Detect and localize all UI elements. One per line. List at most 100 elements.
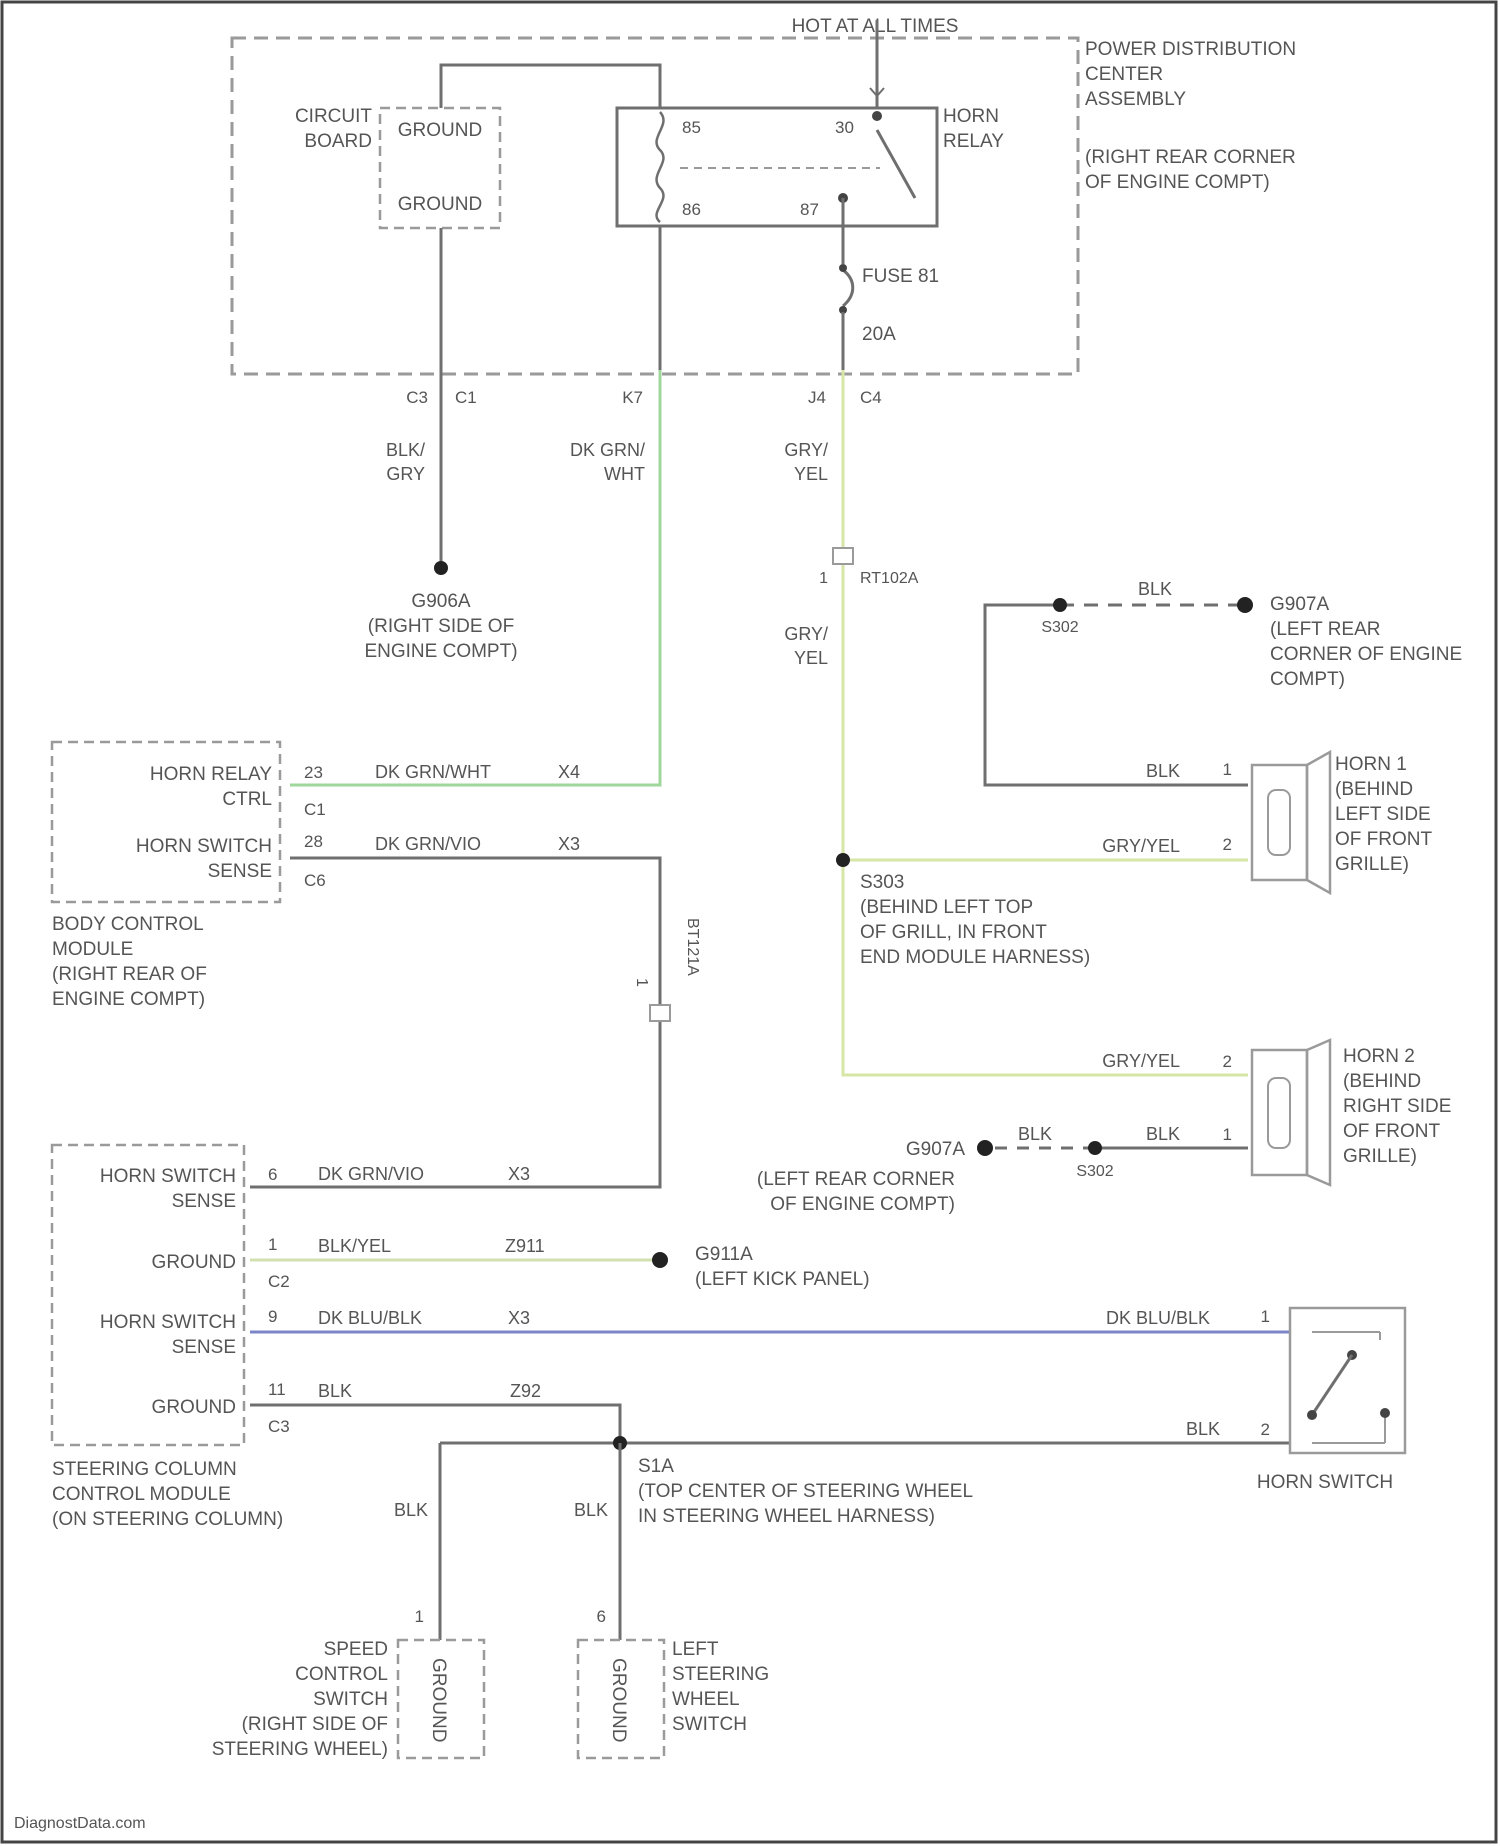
- s302-top-splice-dot: [1053, 598, 1067, 612]
- sccm-conn-c2: C2: [268, 1272, 290, 1291]
- horn-switch-contact-icon: [1312, 1355, 1352, 1415]
- g907a-top-loc-2: CORNER OF ENGINE: [1270, 644, 1462, 665]
- horn1-pin1: 1: [1223, 760, 1232, 779]
- sccm-ground2: GROUND: [152, 1397, 236, 1418]
- g907a-top-loc-1: (LEFT REAR: [1270, 619, 1381, 640]
- speed-control-label-4: (RIGHT SIDE OF: [242, 1714, 388, 1735]
- horn-switch-label: HORN SWITCH: [1257, 1472, 1393, 1493]
- s303-loc-1: (BEHIND LEFT TOP: [860, 897, 1033, 918]
- rt102a-label: RT102A: [860, 570, 919, 587]
- pdc-location-2: OF ENGINE COMPT): [1085, 172, 1270, 193]
- blk-top-dashed-label: BLK: [1138, 579, 1172, 599]
- sccm-sense1-2: SENSE: [172, 1191, 236, 1212]
- pdc-title-2: CENTER: [1085, 64, 1163, 85]
- sccm-sense2-wire: DK BLU/BLK: [318, 1308, 422, 1328]
- speed-control-label-1: SPEED: [324, 1639, 388, 1660]
- g907a-top-loc-3: COMPT): [1270, 669, 1345, 690]
- left-sw-blk-label: BLK: [574, 1500, 608, 1520]
- horn-relay-label-2: RELAY: [943, 131, 1004, 152]
- wire-blk-gry-label-2: GRY: [386, 464, 425, 484]
- hot-at-all-times-label: HOT AT ALL TIMES: [792, 16, 959, 37]
- sccm-sense2-wire-right: DK BLU/BLK: [1106, 1308, 1210, 1328]
- horn2-label-3: RIGHT SIDE: [1343, 1096, 1451, 1117]
- g906a-loc-2: ENGINE COMPT): [364, 641, 517, 662]
- horn2-label-4: OF FRONT: [1343, 1121, 1440, 1142]
- bcm-conn-c1: C1: [304, 800, 326, 819]
- wire-dk-grn-vio: [250, 858, 660, 1187]
- sccm-sense2-circuit: X3: [508, 1308, 530, 1328]
- left-sw-pin: 6: [597, 1607, 606, 1626]
- pdc-conn-j4: J4: [808, 388, 826, 407]
- speed-control-pin: 1: [415, 1607, 424, 1626]
- horn-relay-box: [617, 108, 937, 226]
- horn-switch-terminal-b: [1380, 1408, 1390, 1418]
- sccm-sense2-1: HORN SWITCH: [100, 1312, 236, 1333]
- s303-loc-3: END MODULE HARNESS): [860, 947, 1090, 968]
- s1a-loc-1: (TOP CENTER OF STEERING WHEEL: [638, 1481, 973, 1502]
- rt102a-connector-icon: [833, 548, 853, 564]
- relay-pin-87: 87: [800, 200, 819, 219]
- relay-coil-icon: [657, 112, 664, 222]
- g907a-bottom-loc-2: OF ENGINE COMPT): [770, 1194, 955, 1215]
- bcm-conn-c6: C6: [304, 871, 326, 890]
- horn2-pin1: 1: [1223, 1125, 1232, 1144]
- bcm-switch-sense-wire: DK GRN/VIO: [375, 834, 481, 854]
- bcm-relay-ctrl-wire: DK GRN/WHT: [375, 762, 491, 782]
- s303-loc-2: OF GRILL, IN FRONT: [860, 922, 1047, 943]
- relay-pin-85: 85: [682, 118, 701, 137]
- bcm-title-2: MODULE: [52, 939, 133, 960]
- sccm-sense2-2: SENSE: [172, 1337, 236, 1358]
- horn2-blk-label: BLK: [1146, 1124, 1180, 1144]
- s302-top-id: S302: [1041, 619, 1078, 636]
- g911a-id: G911A: [695, 1244, 753, 1265]
- g907a-bottom-loc-1: (LEFT REAR CORNER: [757, 1169, 955, 1190]
- sccm-title-1: STEERING COLUMN: [52, 1459, 237, 1480]
- s302-bottom-id: S302: [1076, 1163, 1113, 1180]
- bcm-switch-sense-1: HORN SWITCH: [136, 836, 272, 857]
- pdc-title-1: POWER DISTRIBUTION: [1085, 39, 1296, 60]
- g907a-bottom-ground-icon: [977, 1140, 993, 1156]
- sccm-pin-9: 9: [268, 1307, 277, 1326]
- horn-relay-label-1: HORN: [943, 106, 999, 127]
- bt121a-pin: 1: [633, 978, 650, 987]
- speed-control-label-3: SWITCH: [313, 1689, 388, 1710]
- wire-gry-yel-top-2: YEL: [794, 464, 828, 484]
- speed-control-label-2: CONTROL: [295, 1664, 388, 1685]
- speed-control-ground: GROUND: [428, 1658, 449, 1742]
- blk-bottom-dashed-label: BLK: [1018, 1124, 1052, 1144]
- horn-switch-terminal-c: [1307, 1410, 1317, 1420]
- s1a-id: S1A: [638, 1456, 674, 1477]
- s303-id: S303: [860, 872, 904, 893]
- wire-gry-yel-main: [843, 370, 1248, 1075]
- horn-switch-blk-label: BLK: [1186, 1419, 1220, 1439]
- fuse-label-2: 20A: [862, 324, 896, 345]
- horn-switch-box: [1290, 1308, 1405, 1453]
- horn1-blk-label: BLK: [1146, 761, 1180, 781]
- horn2-pin2: 2: [1223, 1052, 1232, 1071]
- horn2-gry-yel-label: GRY/YEL: [1102, 1051, 1180, 1071]
- bcm-relay-ctrl-1: HORN RELAY: [150, 764, 272, 785]
- sccm-sense1-1: HORN SWITCH: [100, 1166, 236, 1187]
- bcm-title-1: BODY CONTROL: [52, 914, 204, 935]
- sccm-pin-11: 11: [268, 1380, 286, 1399]
- pdc-conn-c4: C4: [860, 388, 882, 407]
- bcm-switch-sense-circuit: X3: [558, 834, 580, 854]
- wire-gry-yel-mid-2: YEL: [794, 648, 828, 668]
- wire-gry-yel-top-1: GRY/: [784, 440, 828, 460]
- circuit-board-ground-top: GROUND: [398, 120, 482, 141]
- g907a-bottom-id: G907A: [906, 1139, 965, 1160]
- fuse-label-1: FUSE 81: [862, 266, 939, 287]
- horn1-gry-yel-label: GRY/YEL: [1102, 836, 1180, 856]
- sccm-ground2-circuit: Z92: [510, 1381, 541, 1401]
- bcm-title-3: (RIGHT REAR OF: [52, 964, 207, 985]
- g907a-top-ground-icon: [1237, 597, 1253, 613]
- horn1-label-1: HORN 1: [1335, 754, 1407, 775]
- relay-pin-86: 86: [682, 200, 701, 219]
- wire-dk-grn-wht: [290, 370, 660, 785]
- horn1-label-3: LEFT SIDE: [1335, 804, 1431, 825]
- pdc-wire-ground-85: [441, 65, 660, 108]
- bt121a-label: BT121A: [684, 918, 701, 976]
- relay-terminal-30: [872, 111, 882, 121]
